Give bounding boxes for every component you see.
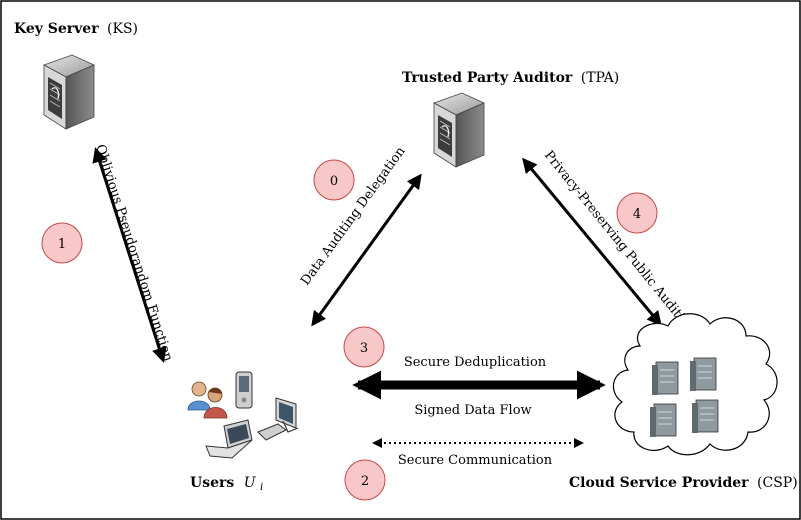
svg-text:1: 1 <box>58 237 66 252</box>
monitor-icon <box>257 397 299 441</box>
laptop-icon <box>205 419 253 459</box>
rack-server-icon <box>652 361 679 395</box>
public-auditing-arrow <box>522 157 662 327</box>
csp-label: Cloud Service Provider (CSP) <box>569 475 798 491</box>
rack-server-icon <box>690 357 717 391</box>
cloud-servers-icon <box>612 313 778 456</box>
server-icon <box>43 54 95 130</box>
dedup-label: Secure Deduplication <box>404 355 547 370</box>
users-devices-icon <box>187 371 299 459</box>
people-icon <box>187 381 228 419</box>
step-badge-3: 3 <box>343 326 385 368</box>
phone-icon <box>235 371 253 409</box>
tpa-server-icon <box>433 92 485 168</box>
rack-server-icon <box>650 403 677 437</box>
step-badge-0: 0 <box>313 159 355 201</box>
tpa-label: Trusted Party Auditor (TPA) <box>402 70 619 86</box>
signed-flow-label: Signed Data Flow <box>414 403 531 418</box>
secure-comm-label: Secure Communication <box>398 453 553 468</box>
svg-text:4: 4 <box>633 207 641 222</box>
svg-text:0: 0 <box>330 174 338 189</box>
step-badge-2: 2 <box>344 459 386 501</box>
oprf-arrow <box>92 147 167 363</box>
delegation-arrow <box>311 173 422 327</box>
step-badge-4: 4 <box>616 192 658 234</box>
svg-text:2: 2 <box>361 474 369 489</box>
rack-server-icon <box>692 399 719 433</box>
users-label: Users U i <box>190 475 263 493</box>
svg-text:3: 3 <box>360 341 368 356</box>
key-server-label: Key Server (KS) <box>14 21 138 37</box>
step-badge-1: 1 <box>41 222 83 264</box>
